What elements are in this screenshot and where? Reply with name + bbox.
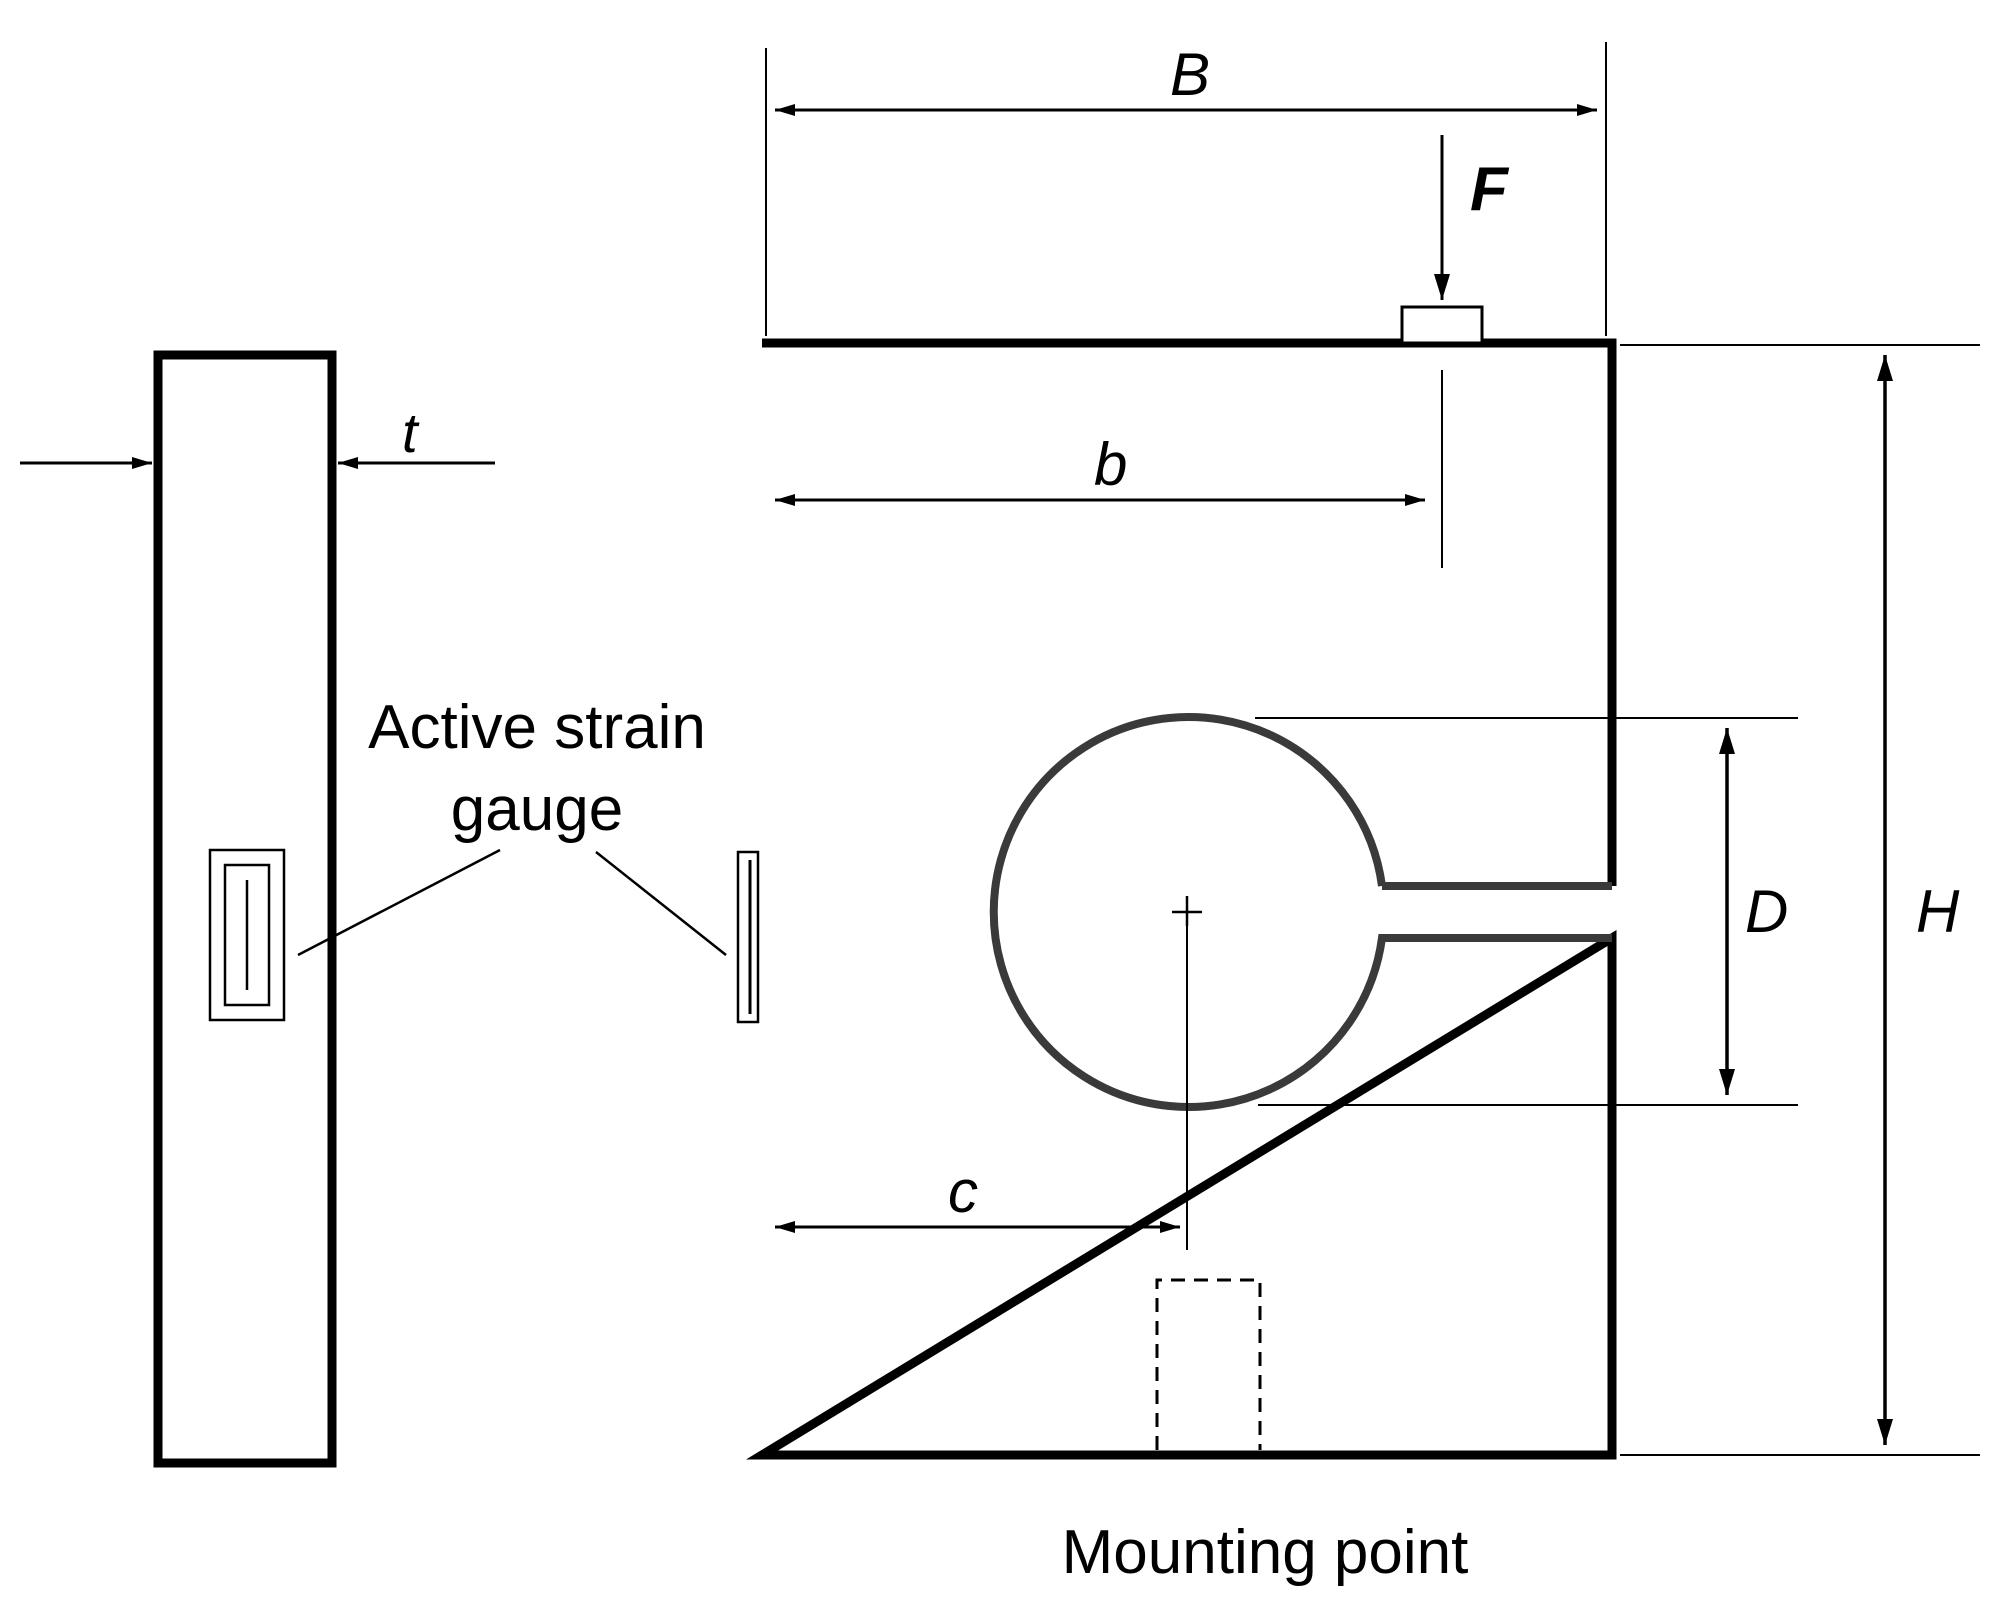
gauge-label-line2: gauge: [451, 775, 623, 844]
side-view: t: [20, 350, 495, 1468]
dimension-B: B: [765, 41, 1607, 336]
b-label: b: [1094, 431, 1127, 498]
gauge-leader-right: [595, 851, 727, 956]
dimension-b: b: [775, 431, 1425, 506]
F-label: F: [1470, 155, 1510, 224]
front-gauge: [736, 850, 760, 1024]
c-label: c: [948, 1158, 978, 1225]
gauge-annotation: Active strain gauge: [297, 693, 727, 957]
dimension-H: H: [1620, 344, 1980, 1456]
H-label: H: [1916, 878, 1960, 945]
dimension-D: D: [1255, 717, 1798, 1106]
front-view: F: [736, 135, 1617, 1460]
side-view-body: [153, 350, 337, 1468]
side-gauge-inner: [223, 863, 271, 1007]
B-label: B: [1170, 41, 1210, 108]
mounting-point-label: Mounting point: [1062, 1518, 1469, 1587]
mounting-point-hidden: [1155, 1278, 1262, 1450]
D-label: D: [1745, 878, 1788, 945]
gauge-label-line1: Active strain: [368, 693, 706, 762]
gauge-leader-left: [297, 848, 501, 957]
load-pad: [1400, 305, 1484, 345]
dimension-c: c: [775, 1158, 1180, 1233]
circular-hole-with-slot: [989, 713, 1612, 1111]
t-label: t: [402, 401, 420, 464]
